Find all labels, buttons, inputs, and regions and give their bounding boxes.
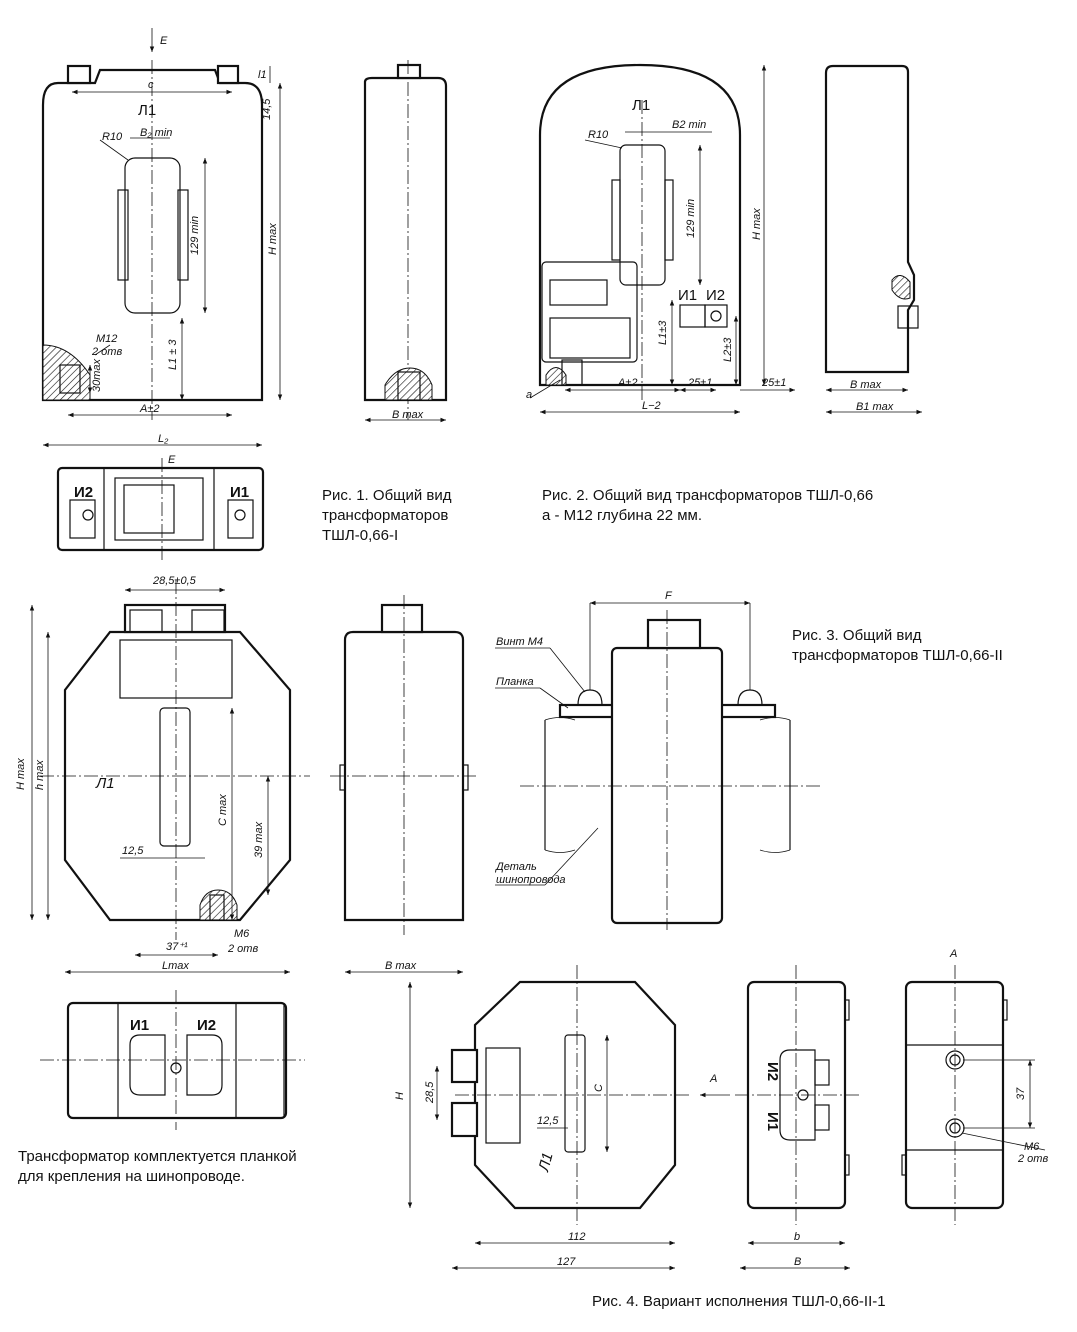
fig2-side-dim-b1max: B1 max — [856, 401, 894, 413]
fig1-dim-r10: R10 — [102, 131, 123, 143]
fig2-caption: Рис. 2. Общий вид трансформаторов ТШЛ-0,… — [542, 486, 873, 526]
fig4-label-i1: И1 — [764, 1112, 781, 1131]
fig1-marking-l1: Л1 — [138, 102, 156, 119]
fig3-mounting-view: F Винт М4 Планка Деталь шинопровода — [494, 590, 820, 930]
fig4-label-i2: И2 — [764, 1062, 781, 1081]
fig4-dim-h: H — [394, 1092, 406, 1100]
fig1-caption-line-3: ТШЛ-0,66-I — [322, 527, 399, 544]
fig2-dim-25-a: 25±1 — [687, 377, 712, 389]
fig4-dim-127: 127 — [557, 1256, 576, 1268]
fig4-dim-c: C — [593, 1084, 605, 1092]
fig4-caption: Рис. 4. Вариант исполнения ТШЛ-0,66-II-1 — [592, 1292, 886, 1312]
mounting-note: Трансформатор комплектуется планкой для … — [18, 1147, 297, 1187]
fig1-dim-l2: L₂ — [158, 433, 169, 445]
fig3-label-bar: Планка — [496, 676, 534, 688]
fig1-dim-m12: M12 — [96, 333, 117, 345]
fig4-arrow-a: A — [709, 1073, 717, 1085]
fig4-dim-12-5: 12,5 — [537, 1115, 559, 1127]
fig3-side-view: B max — [330, 595, 478, 975]
fig3-side-dim-bmax: B max — [385, 960, 417, 972]
fig1-dim-l1: l1 — [258, 69, 267, 81]
fig2-label-i2: И2 — [706, 287, 725, 304]
fig1-bottom-e: E — [168, 454, 176, 466]
fig2-dim-l1: L1±3 — [657, 320, 669, 345]
fig2-dim-l: L−2 — [642, 400, 661, 412]
fig2-caption-line-1: Рис. 2. Общий вид трансформаторов ТШЛ-0,… — [542, 487, 874, 504]
fig3-dim-12-5: 12,5 — [122, 845, 144, 857]
fig4-front-view: H 28,5 C 12,5 Л1 A 112 127 — [394, 965, 730, 1271]
fig4-marking-l1: Л1 — [535, 1151, 557, 1174]
fig3-marking-l1: Л1 — [95, 775, 115, 792]
fig4-dim-b-small: b — [794, 1231, 800, 1243]
fig1-bottom-view: E И2 И1 — [56, 454, 265, 560]
fig1-dim-c: c — [148, 79, 154, 91]
fig1-caption-line-2: трансформаторов — [322, 507, 449, 524]
fig1-dim-hmax: H max — [267, 223, 279, 255]
fig1-caption: Рис. 1. Общий вид трансформаторов ТШЛ-0,… — [322, 486, 452, 546]
fig3-dim-2-holes: 2 отв — [227, 943, 258, 955]
fig1-dim-14-5: 14,5 — [261, 98, 273, 120]
fig4-caption-line-1: Рис. 4. Вариант исполнения ТШЛ-0,66-II-1 — [592, 1293, 886, 1310]
fig3-label-i2: И2 — [197, 1017, 216, 1034]
fig1-dim-a: A±2 — [139, 403, 160, 415]
fig2-dim-b2: B2 min — [672, 119, 706, 131]
fig2-dim-a: A±2 — [617, 377, 638, 389]
fig3-label-screw: Винт М4 — [496, 636, 543, 648]
fig2-side-view: B max B1 max — [824, 64, 922, 415]
fig1-dim-l1-3: L1 ± 3 — [167, 339, 179, 370]
mounting-note-line-1: Трансформатор комплектуется планкой — [18, 1148, 297, 1165]
fig3-label-busbar-2: шинопровода — [496, 874, 566, 886]
fig4-side-view: И2 И1 b B — [735, 965, 860, 1271]
fig3-caption-line-2: трансформаторов ТШЛ-0,66-II — [792, 647, 1003, 664]
fig2-note-a: a — [526, 389, 532, 401]
fig2-label-i1: И1 — [678, 287, 697, 304]
fig4-dim-b-big: B — [794, 1256, 801, 1268]
fig4-dim-28-5: 28,5 — [424, 1081, 436, 1104]
fig4-view-a: A 37 M6 2 отв — [901, 948, 1048, 1225]
fig2-dim-129: 129 min — [685, 199, 697, 238]
mounting-note-line-2: для крепления на шинопроводе. — [18, 1168, 245, 1185]
fig2-front-view: Л1 R10 B2 min 129 min H max И1 И2 L1±3 L… — [526, 63, 795, 415]
fig3-label-busbar-1: Деталь — [494, 861, 537, 873]
fig4-dim-2-holes: 2 отв — [1017, 1153, 1048, 1165]
fig1-label-i1: И1 — [230, 484, 249, 501]
fig3-caption-line-1: Рис. 3. Общий вид — [792, 627, 922, 644]
fig2-dim-25-b: 25±1 — [761, 377, 786, 389]
fig2-marking-l1: Л1 — [632, 97, 650, 114]
fig3-dim-hsmall: h max — [34, 760, 46, 790]
fig2-dim-l2: L2±3 — [722, 337, 734, 362]
fig3-dim-m6: M6 — [234, 928, 250, 940]
fig3-dim-lmax: Lmax — [162, 960, 189, 972]
fig3-dim-hmax: H max — [15, 758, 27, 790]
fig3-bottom-view: И1 И2 — [40, 990, 305, 1130]
fig3-caption: Рис. 3. Общий вид трансформаторов ТШЛ-0,… — [792, 626, 1003, 666]
fig3-dim-39max: 39 max — [253, 821, 265, 858]
fig1-dim-b2: B₂ min — [140, 127, 172, 139]
fig3-dim-cmax: C max — [217, 794, 229, 826]
fig1-side-dim-bmax: B max — [392, 409, 424, 421]
fig1-label-i2: И2 — [74, 484, 93, 501]
fig1-front-view: E c l1 14,5 Л1 B₂ min R10 129 min H max … — [41, 28, 283, 448]
fig3-dim-f: F — [665, 590, 673, 602]
fig4-view-a-label: A — [949, 948, 957, 960]
fig1-caption-line-1: Рис. 1. Общий вид — [322, 487, 452, 504]
fig4-dim-37: 37 — [1015, 1087, 1027, 1100]
fig4-dim-m6: M6 — [1024, 1141, 1040, 1153]
fig3-label-i1: И1 — [130, 1017, 149, 1034]
fig1-dim-30max: 30max — [91, 358, 103, 392]
fig1-arrow-e: E — [160, 35, 168, 47]
fig1-side-view: B max — [363, 60, 448, 423]
fig2-dim-hmax: H max — [751, 208, 763, 240]
fig1-dim-2-holes: 2 отв — [91, 346, 122, 358]
fig3-dim-28-5: 28,5±0,5 — [152, 575, 197, 587]
fig3-front-view: 28,5±0,5 H max h max Л1 C max 39 max 12,… — [15, 575, 310, 975]
fig2-caption-line-2: а - М12 глубина 22 мм. — [542, 507, 702, 524]
fig2-side-dim-bmax: B max — [850, 379, 882, 391]
fig3-dim-37: 37⁺¹ — [166, 941, 188, 953]
fig1-dim-129: 129 min — [189, 216, 201, 255]
fig2-dim-r10: R10 — [588, 129, 609, 141]
fig4-dim-112: 112 — [568, 1231, 586, 1243]
